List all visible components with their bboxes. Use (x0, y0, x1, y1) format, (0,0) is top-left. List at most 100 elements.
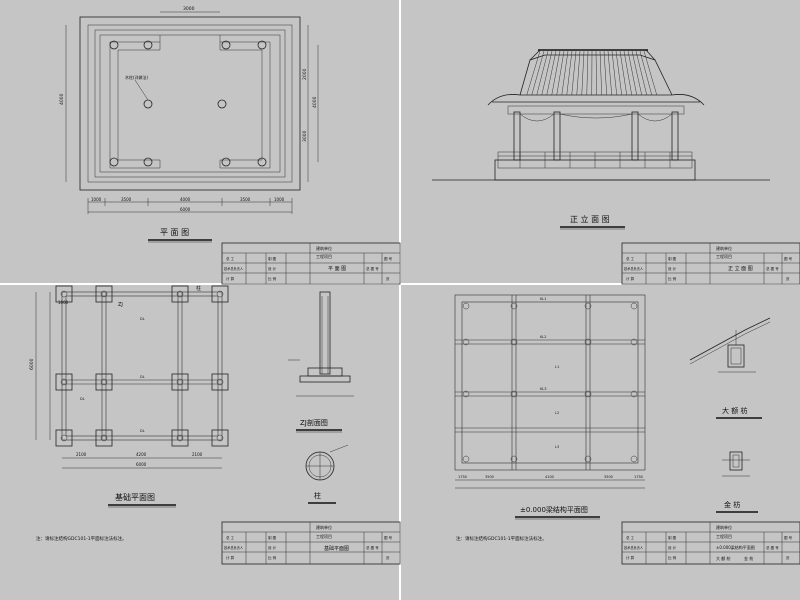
roof-tile-line (627, 50, 637, 96)
column (221, 40, 231, 50)
bracket-arches (519, 113, 673, 122)
eave-line (487, 94, 705, 106)
section-title: ZJ剖面图 (300, 418, 328, 427)
detail-jin-fang (722, 451, 750, 477)
roof-tile-line (546, 50, 557, 96)
roof-tile-line (531, 50, 545, 96)
drawing-title: ±0.000梁结构平面图 (520, 505, 588, 514)
tb-drawing-name: 平 面 图 (328, 266, 346, 272)
drawing-title: 正 立 面 图 (570, 214, 610, 224)
svg-text:图 号: 图 号 (784, 535, 793, 540)
svg-text:设 计: 设 计 (268, 545, 277, 550)
roof-tile-line (623, 50, 632, 96)
detail-da-e-fang (689, 317, 771, 373)
svg-text:建筑单位: 建筑单位 (716, 524, 732, 530)
dim-top: 3000 (183, 6, 195, 12)
svg-text:总 工: 总 工 (626, 535, 635, 540)
roof-tile-line (536, 50, 549, 96)
svg-text:技术总负责人: 技术总负责人 (624, 266, 644, 271)
roof-tile-line (599, 50, 602, 96)
dim-bottom: 3500 (121, 197, 132, 202)
drawing-title: 平 面 图 (160, 228, 189, 237)
zj-section (288, 291, 354, 397)
platform-inner-outline (87, 24, 293, 183)
roof-tile-line (643, 50, 657, 96)
detail2-title: 金 枋 (724, 500, 740, 509)
svg-text:技术总负责人: 技术总负责人 (624, 545, 644, 550)
dim-bottom: 1750 (458, 475, 467, 479)
svg-text:建筑单位: 建筑单位 (716, 245, 732, 251)
svg-text:工程项目: 工程项目 (716, 253, 732, 259)
svg-text:±0.000梁结构平面图: ±0.000梁结构平面图 (716, 544, 755, 550)
roof-tile-line (576, 50, 581, 96)
column (109, 157, 119, 167)
svg-text:大 额 枋: 大 额 枋 (716, 555, 731, 561)
tb-project-label: 工程项目 (316, 253, 332, 259)
dim-left: 6000 (29, 358, 35, 370)
beam-plan-columns (462, 302, 638, 463)
svg-text:技术总负责人: 技术总负责人 (224, 266, 244, 271)
svg-text:计 算: 计 算 (226, 276, 235, 281)
roof-tile-line (615, 50, 622, 96)
title-block-tl: 建筑单位 工程项目 平 面 图 总 工 技术总负责人 计 算 制 图 设 计 比… (221, 242, 401, 285)
svg-text:工程项目: 工程项目 (316, 533, 332, 539)
dim-top: 1000 (58, 300, 69, 305)
beam-text: KL2 (540, 335, 546, 339)
sheet-floor-plan: 木柱(详做法) 3000 1000 3500 4000 3500 1000 60… (59, 6, 401, 285)
label-zj: ZJ (118, 302, 123, 308)
beam-grid (454, 294, 646, 471)
svg-text:制 图: 制 图 (268, 535, 277, 540)
roof-tile-line (526, 50, 541, 96)
svg-text:页: 页 (786, 277, 790, 281)
svg-text:基础平面图: 基础平面图 (324, 545, 349, 552)
title-block-bl: 建筑单位 工程项目 基础平面图 总 工 技术总负责人 计 算 制 图 设 计 比… (221, 521, 401, 565)
beam-text: L1 (555, 365, 559, 369)
svg-text:技术总负责人: 技术总负责人 (224, 545, 244, 550)
footings (55, 285, 229, 447)
roof-tile-line (631, 50, 642, 96)
svg-text:比 例: 比 例 (668, 555, 677, 560)
svg-text:计 算: 计 算 (226, 555, 235, 560)
roof-tile-line (561, 50, 569, 96)
column (143, 157, 153, 167)
svg-text:计 算: 计 算 (626, 276, 635, 281)
dim-bottom: 1000 (274, 197, 285, 202)
roof-tile-line (635, 50, 647, 96)
column (257, 40, 267, 50)
dim-right: 2000 (302, 68, 308, 80)
svg-text:总 工: 总 工 (226, 256, 235, 261)
bench-left (109, 41, 161, 169)
svg-text:制 图: 制 图 (268, 256, 277, 261)
beam-text: L2 (555, 411, 559, 415)
beam-label: DL (80, 397, 85, 401)
roof-tile-line (595, 50, 597, 96)
svg-text:制 图: 制 图 (668, 256, 677, 261)
svg-text:总 图 号: 总 图 号 (366, 545, 379, 550)
dim-right: 4000 (312, 96, 318, 108)
beam-text: KL3 (540, 387, 546, 391)
svg-text:图 号: 图 号 (384, 256, 393, 261)
dim-bottom: 4000 (180, 197, 191, 202)
elevation-columns (513, 111, 679, 161)
roof-tile-line (571, 50, 577, 96)
roof-outline (519, 54, 673, 96)
svg-text:总 工: 总 工 (226, 535, 235, 540)
roof-tile-line (581, 50, 585, 96)
sheet-beam-plan: KL1 KL2 KL3 L1 L2 L3 1750 3500 4100 3500… (454, 294, 800, 565)
roof-tiles (526, 50, 657, 96)
dim-bottom: 2100 (192, 452, 203, 457)
svg-text:页: 页 (386, 277, 390, 281)
label-zhu: 柱 (196, 285, 201, 292)
roof-tile-line (619, 50, 627, 96)
svg-text:建筑单位: 建筑单位 (316, 524, 332, 530)
svg-text:图 号: 图 号 (384, 535, 393, 540)
column (221, 157, 231, 167)
platform-outline (79, 16, 301, 191)
svg-text:计 算: 计 算 (626, 555, 635, 560)
column (109, 40, 119, 50)
foundation-beams (61, 291, 223, 441)
roof-tile-line (586, 50, 589, 96)
beam-label: DL (140, 429, 145, 433)
tb-unit-label: 建筑单位 (316, 245, 332, 251)
beam-label: DL (140, 375, 145, 379)
